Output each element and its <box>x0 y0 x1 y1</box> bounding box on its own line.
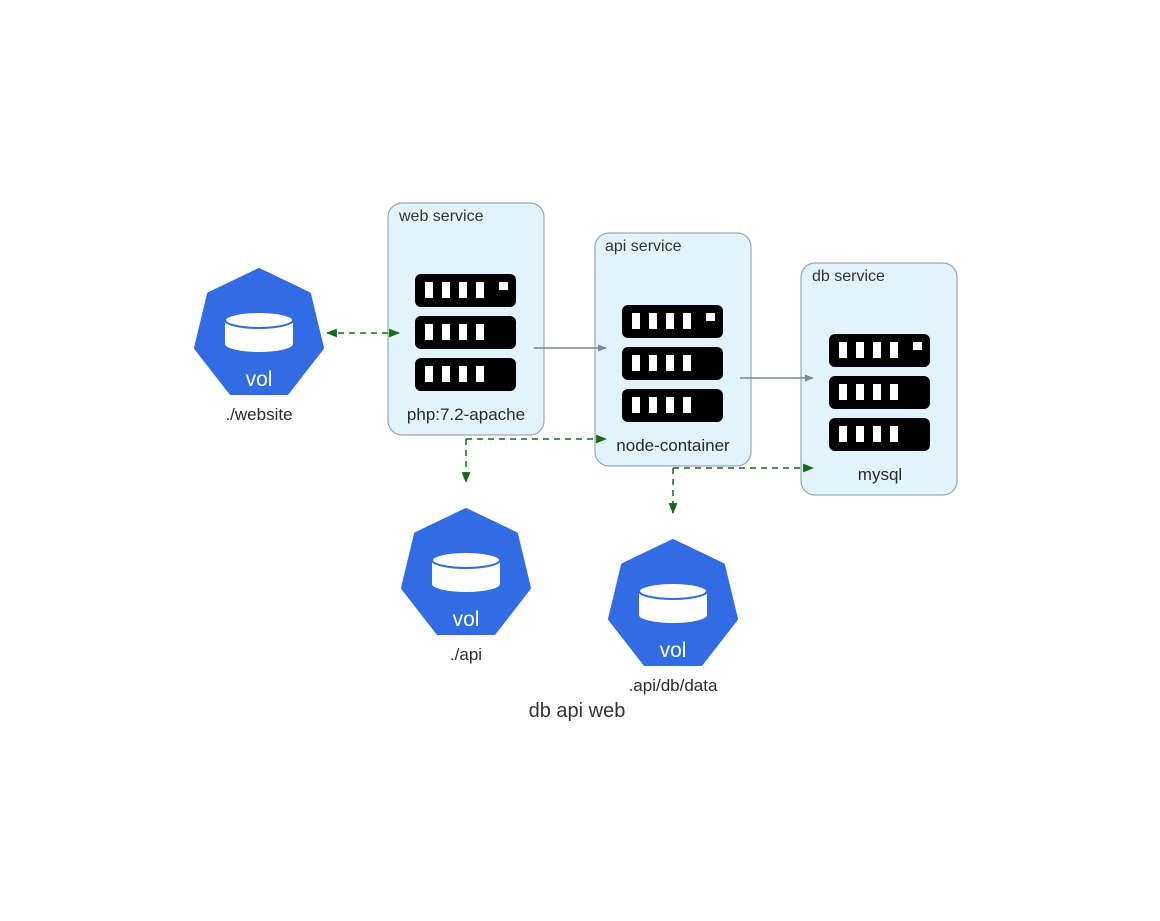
node-volume-api[interactable]: vol ./api <box>401 508 531 664</box>
node-db-service[interactable]: mysql <box>829 334 930 484</box>
node-label-db-data-volume: .api/db/data <box>629 676 718 695</box>
volume-badge: vol <box>453 608 480 631</box>
cluster-title-api: api service <box>605 238 682 255</box>
node-label-api: node-container <box>616 436 730 455</box>
node-volume-db-data[interactable]: vol .api/db/data <box>608 539 738 695</box>
node-label-api-volume: ./api <box>450 645 482 664</box>
node-label-website-volume: ./website <box>225 405 292 424</box>
server-rack-icon <box>415 274 516 391</box>
node-api-service[interactable]: node-container <box>616 305 730 455</box>
node-volume-website[interactable]: vol ./website <box>194 268 324 424</box>
diagram-title: db api web <box>529 700 626 722</box>
volume-badge: vol <box>246 368 273 391</box>
node-web-service[interactable]: php:7.2-apache <box>407 274 525 424</box>
volume-badge: vol <box>660 639 687 662</box>
node-label-web: php:7.2-apache <box>407 405 525 424</box>
server-rack-icon <box>622 305 723 422</box>
cluster-title-db: db service <box>812 268 885 285</box>
cluster-title-web: web service <box>398 208 484 225</box>
server-rack-icon <box>829 334 930 451</box>
node-label-db: mysql <box>858 465 902 484</box>
